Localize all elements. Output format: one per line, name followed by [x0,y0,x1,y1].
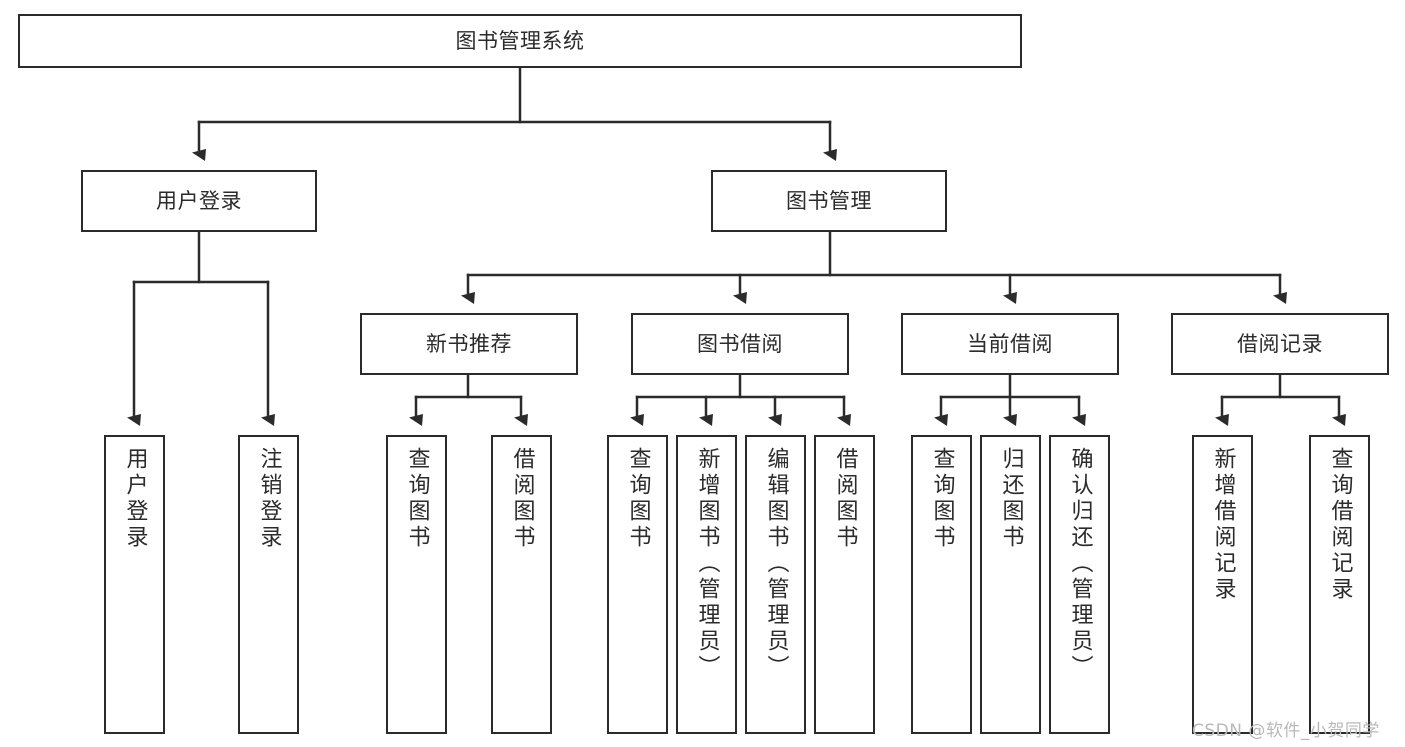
node-book-borrow-label: 图书借阅 [697,331,783,356]
node-leaf-query-book-1[interactable]: 查询图书 [386,435,447,734]
node-book-manage-label: 图书管理 [786,188,872,213]
node-leaf-return-book[interactable]: 归还图书 [980,435,1041,734]
node-leaf-confirm-return[interactable]: 确认归还（管理员） [1049,435,1110,734]
node-book-borrow[interactable]: 图书借阅 [631,313,849,375]
node-leaf-query-book-1-label: 查询图书 [404,447,430,551]
node-leaf-add-book-label: 新增图书（管理员） [694,447,720,681]
node-leaf-add-record-label: 新增借阅记录 [1210,447,1236,603]
node-leaf-borrow-book-2-label: 借阅图书 [832,447,858,551]
node-new-book-recommend-label: 新书推荐 [426,331,512,356]
node-leaf-edit-book[interactable]: 编辑图书（管理员） [745,435,806,734]
node-leaf-borrow-book-1-label: 借阅图书 [509,447,535,551]
node-user-login-label: 用户登录 [156,188,242,213]
node-leaf-add-book[interactable]: 新增图书（管理员） [676,435,737,734]
node-leaf-logout-login-label: 注销登录 [256,447,282,551]
node-borrow-record-label: 借阅记录 [1237,331,1323,356]
node-leaf-logout-login[interactable]: 注销登录 [238,435,299,734]
node-new-book-recommend[interactable]: 新书推荐 [360,313,578,375]
node-leaf-query-book-2[interactable]: 查询图书 [607,435,668,734]
node-leaf-user-login-label: 用户登录 [122,447,148,551]
node-leaf-borrow-book-1[interactable]: 借阅图书 [491,435,552,734]
node-leaf-edit-book-label: 编辑图书（管理员） [763,447,789,681]
node-leaf-query-record-label: 查询借阅记录 [1327,447,1353,603]
node-user-login[interactable]: 用户登录 [81,170,317,232]
node-book-manage[interactable]: 图书管理 [711,170,947,232]
node-leaf-query-book-3-label: 查询图书 [929,447,955,551]
node-leaf-query-record[interactable]: 查询借阅记录 [1309,435,1370,734]
node-root[interactable]: 图书管理系统 [18,14,1022,68]
node-root-label: 图书管理系统 [455,28,585,53]
node-current-borrow-label: 当前借阅 [967,331,1053,356]
node-borrow-record[interactable]: 借阅记录 [1171,313,1389,375]
node-current-borrow[interactable]: 当前借阅 [901,313,1119,375]
node-leaf-user-login[interactable]: 用户登录 [104,435,165,734]
node-leaf-borrow-book-2[interactable]: 借阅图书 [814,435,875,734]
node-leaf-confirm-return-label: 确认归还（管理员） [1067,447,1093,681]
node-leaf-return-book-label: 归还图书 [998,447,1024,551]
node-leaf-query-book-3[interactable]: 查询图书 [911,435,972,734]
node-leaf-add-record[interactable]: 新增借阅记录 [1192,435,1253,734]
node-leaf-query-book-2-label: 查询图书 [625,447,651,551]
